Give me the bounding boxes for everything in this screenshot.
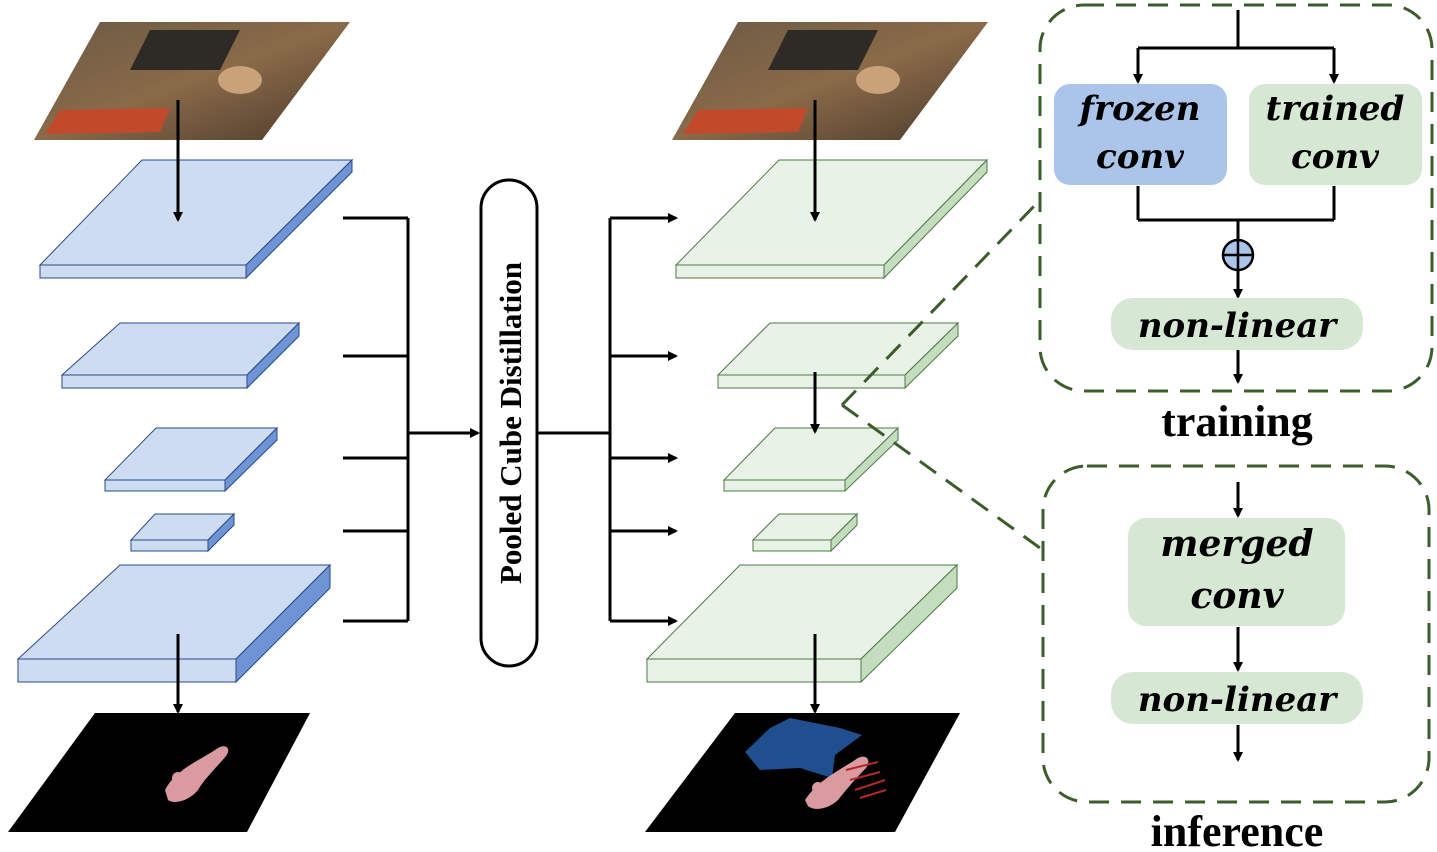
student-connectors bbox=[537, 213, 678, 626]
student-layer-4 bbox=[751, 512, 859, 553]
teacher-layer-1 bbox=[38, 158, 354, 280]
teacher-layer-4 bbox=[129, 512, 236, 553]
teacher-connectors bbox=[343, 216, 480, 623]
teacher-output-mask bbox=[8, 713, 310, 832]
inference-caption: inference bbox=[1151, 807, 1324, 852]
student-layer-2 bbox=[716, 321, 960, 390]
student-layer-3 bbox=[722, 426, 900, 493]
teacher-layer-2 bbox=[60, 321, 301, 390]
student-layer-1 bbox=[674, 158, 989, 280]
merged-conv-line1: merged bbox=[1160, 523, 1313, 565]
training-caption: training bbox=[1161, 397, 1313, 446]
zoom-lines bbox=[840, 198, 1042, 550]
add-operator-icon bbox=[1221, 238, 1255, 272]
training-non-linear-label: non-linear bbox=[1138, 306, 1338, 346]
teacher-network bbox=[8, 22, 354, 832]
student-layer-5 bbox=[645, 563, 959, 684]
merged-conv-line2: conv bbox=[1190, 575, 1284, 617]
training-non-linear-box bbox=[1111, 298, 1363, 350]
training-panel: frozen conv trained conv non-linear bbox=[1038, 3, 1434, 393]
trained-conv-box bbox=[1249, 84, 1422, 185]
student-network bbox=[645, 22, 989, 832]
frozen-conv-line2: conv bbox=[1096, 137, 1185, 177]
trained-conv-line1: trained bbox=[1266, 89, 1405, 129]
trained-conv-line2: conv bbox=[1291, 137, 1380, 177]
inference-non-linear-box bbox=[1111, 672, 1363, 724]
frozen-conv-line1: frozen bbox=[1078, 89, 1201, 129]
teacher-input-image bbox=[34, 22, 350, 140]
inference-panel: merged conv non-linear bbox=[1041, 464, 1431, 804]
student-input-image bbox=[672, 22, 988, 140]
teacher-layer-3 bbox=[103, 426, 279, 493]
pcd-label: Pooled Cube Distillation bbox=[493, 262, 528, 584]
pooled-cube-distillation-block: Pooled Cube Distillation bbox=[479, 178, 539, 668]
inference-non-linear-label: non-linear bbox=[1138, 680, 1338, 720]
teacher-layer-5 bbox=[16, 563, 332, 684]
frozen-conv-box bbox=[1054, 84, 1227, 185]
student-output-mask bbox=[645, 713, 960, 832]
merged-conv-box bbox=[1128, 518, 1345, 626]
